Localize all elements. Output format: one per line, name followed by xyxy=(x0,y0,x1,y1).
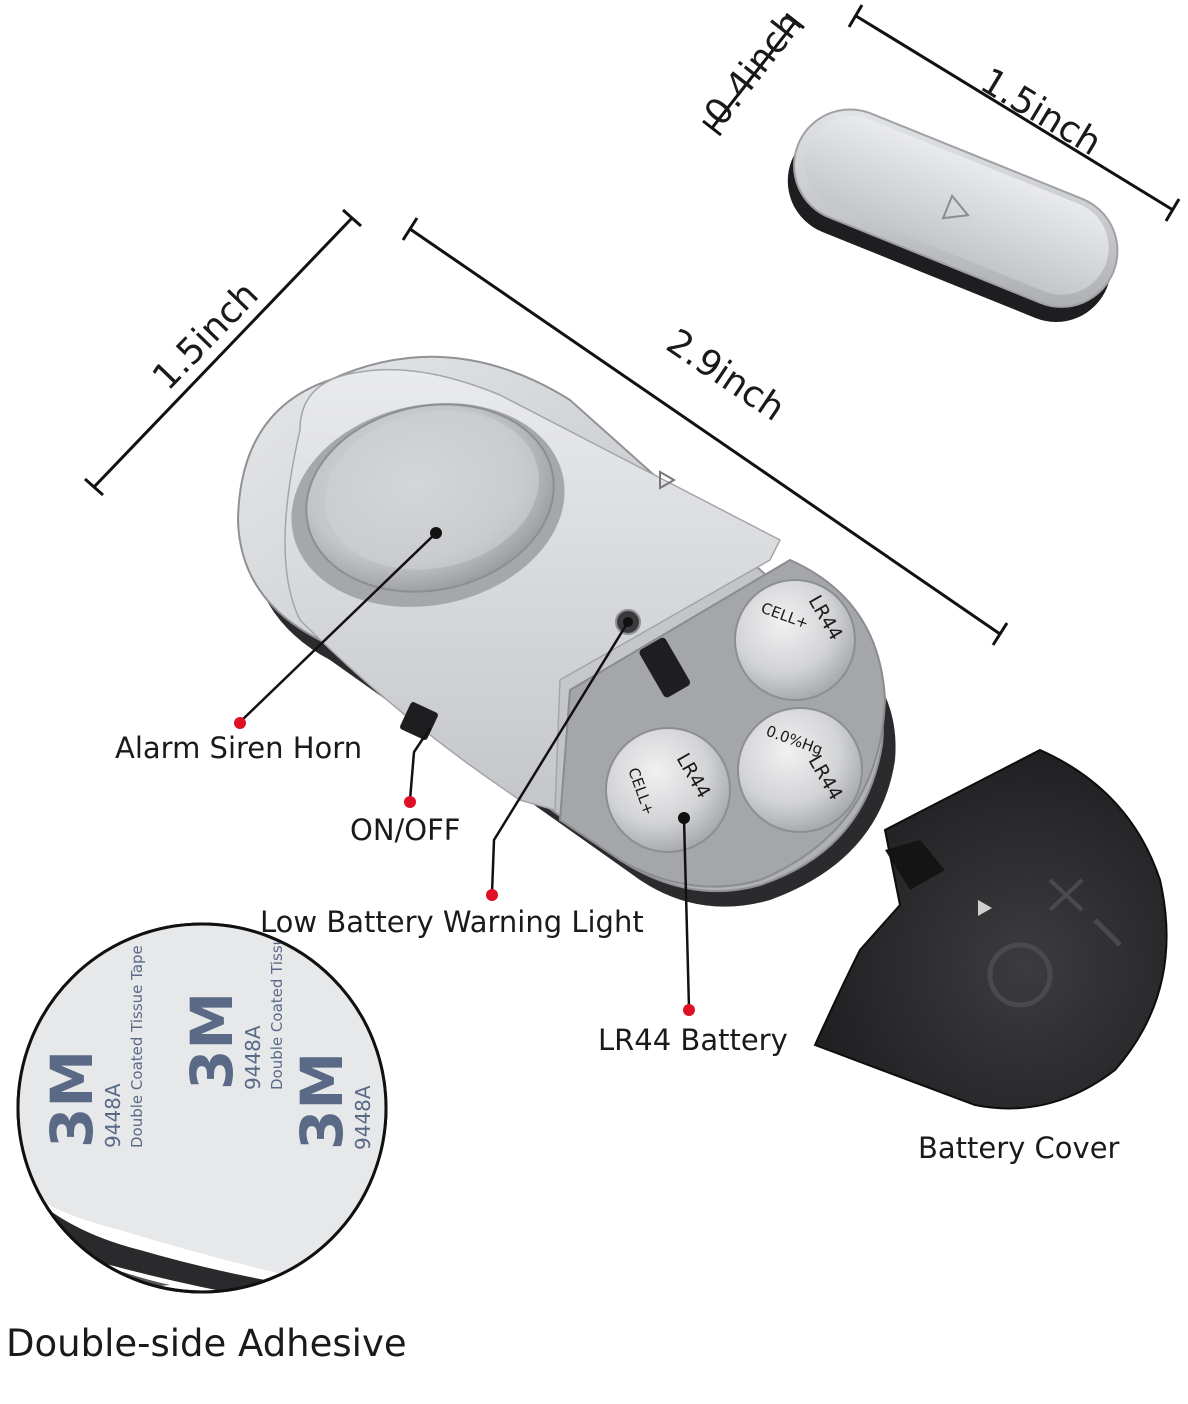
label-battery-cover: Battery Cover xyxy=(918,1131,1120,1165)
ce-mark-icon xyxy=(987,942,1053,1008)
dim-magnet-length xyxy=(847,4,1181,222)
dim-sensor-length xyxy=(401,217,1009,646)
tape-brand-text: 3M xyxy=(178,992,246,1090)
arrow-icon xyxy=(978,900,992,916)
magnet-height-label: 0.4inch xyxy=(697,4,811,134)
arrow-icon xyxy=(659,470,677,490)
label-lr44-battery: LR44 Battery xyxy=(598,1023,788,1057)
battery-cover xyxy=(813,748,1168,1110)
tape-print-2: 3M 9448A Double Coated Tissue Tape xyxy=(178,887,286,1090)
label-low-battery-light: Low Battery Warning Light xyxy=(260,905,644,939)
tape-desc-text: Double Coated Tissue Tape xyxy=(268,887,286,1090)
magnet-unit xyxy=(787,108,1119,322)
tape-code-text: 9448A xyxy=(351,1085,375,1150)
tape-desc-text: Double Coated Tissue Tape xyxy=(128,945,146,1148)
callout-dots xyxy=(234,717,695,1016)
dim-magnet-height xyxy=(702,12,805,137)
callout-anchor-dots xyxy=(430,527,690,824)
alarm-sensor-unit: LR44 CELL+ LR44 0.0%Hg LR44 CELL+ xyxy=(236,355,896,907)
weee-bin-icon xyxy=(1048,878,1084,912)
sensor-width-label: 1.5inch xyxy=(145,274,267,398)
tape-brand-text: 3M xyxy=(288,1052,356,1150)
lr44-battery-left: LR44 CELL+ xyxy=(605,727,731,853)
alarm-siren-horn xyxy=(291,403,565,607)
label-adhesive: Double-side Adhesive xyxy=(6,1322,407,1365)
lr44-battery-right: LR44 0.0%Hg xyxy=(737,707,863,833)
label-alarm-siren-horn: Alarm Siren Horn xyxy=(115,731,362,765)
lr44-battery-top: LR44 CELL+ xyxy=(734,579,856,701)
tape-brand-text: 3M xyxy=(38,1050,106,1148)
tape-code-text: 9448A xyxy=(101,1083,125,1148)
tape-print-3: 3M 9448A xyxy=(288,1052,375,1150)
dim-sensor-width xyxy=(84,208,362,497)
tape-print-1: 3M 9448A Double Coated Tissue Tape xyxy=(38,945,146,1148)
callout-lines xyxy=(239,532,691,1009)
label-on-off: ON/OFF xyxy=(350,813,460,847)
tape-code-text: 9448A xyxy=(241,1025,265,1090)
adhesive-zoom: 3M 9448A Double Coated Tissue Tape 3M 94… xyxy=(16,887,388,1294)
arrow-icon xyxy=(941,193,970,220)
magnet-length-label: 1.5inch xyxy=(973,61,1108,164)
